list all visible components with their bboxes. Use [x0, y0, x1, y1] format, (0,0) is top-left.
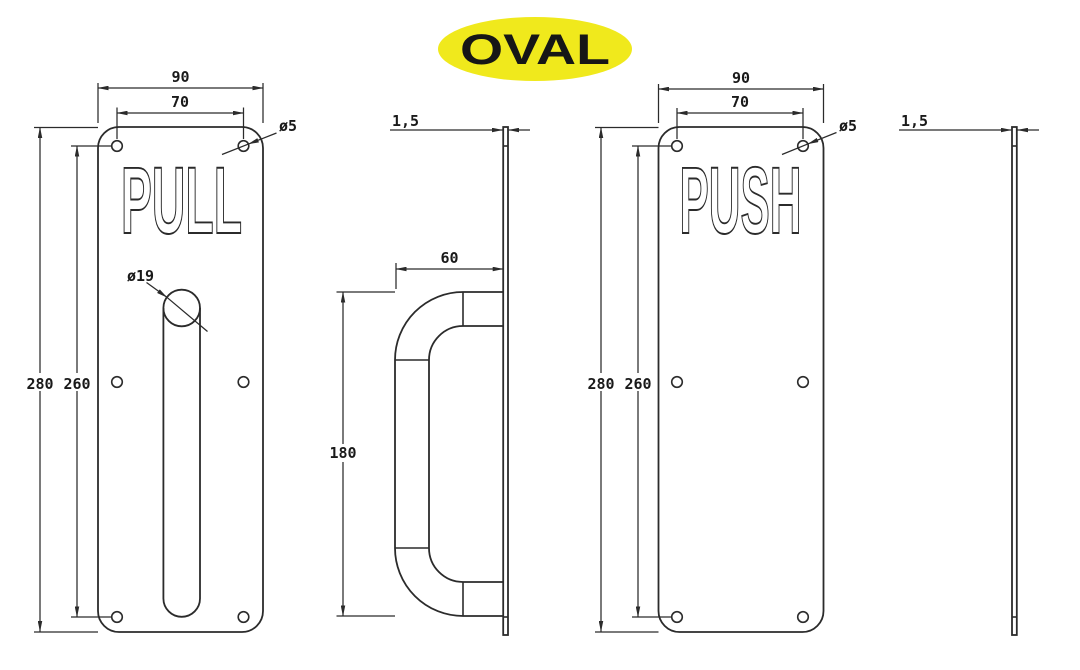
dim-hole-row-spacing-label: 260 [63, 375, 90, 393]
dim-thickness-label: 1,5 [392, 112, 419, 130]
handle-front-slot [162, 308, 201, 618]
dim-handle-projection: 60 [395, 249, 504, 289]
dim-hole-diameter-label: ø5 [839, 117, 857, 135]
dim-handle-diameter: ø19 [127, 267, 208, 332]
screw-hole [796, 610, 810, 624]
dim-width-label: 90 [732, 69, 750, 87]
screw-hole [670, 139, 684, 153]
pull-plate-front-view: PULL 90 70 ø5 ø19 [24, 68, 297, 633]
screw-hole [110, 375, 124, 389]
screw-hole [110, 139, 124, 153]
dim-hole-diameter: ø5 [221, 117, 297, 156]
logo-text: OVAL [460, 26, 610, 74]
dim-hole-diameter: ø5 [781, 117, 857, 156]
dim-thickness: 1,5 [899, 112, 1039, 133]
dim-handle-length-label: 180 [329, 444, 356, 462]
dim-hole-spacing-label: 70 [171, 93, 189, 111]
dim-hole-spacing: 70 [116, 93, 245, 139]
screw-hole [110, 610, 124, 624]
screw-hole [237, 375, 250, 389]
screw-hole [796, 375, 810, 389]
push-plate-label: PUSH [680, 148, 802, 254]
dim-handle-projection-label: 60 [440, 249, 458, 267]
logo: OVAL [438, 17, 632, 81]
dim-hole-diameter-label: ø5 [279, 117, 297, 135]
dim-hole-row-spacing: 260 [622, 145, 671, 618]
push-plate-side-view: 1,5 [899, 112, 1039, 636]
logo-ellipse [438, 17, 632, 81]
dim-thickness: 1,5 [390, 112, 530, 133]
dim-hole-spacing: 70 [676, 93, 804, 139]
screw-hole [237, 139, 250, 153]
screw-hole [670, 610, 684, 624]
plate-edge-outline [1011, 126, 1018, 636]
dim-hole-spacing-label: 70 [731, 93, 749, 111]
screw-hole [670, 375, 684, 389]
pull-plate-outline [97, 126, 264, 633]
dim-handle-length: 180 [327, 291, 395, 617]
dim-width: 90 [657, 69, 825, 123]
pull-handle-side-view: 1,5 60 180 [327, 112, 530, 636]
dim-width-label: 90 [171, 68, 189, 86]
dim-width: 90 [97, 68, 264, 123]
dim-height-label: 280 [26, 375, 53, 393]
dim-hole-row-spacing: 260 [61, 145, 111, 618]
dim-height: 280 [585, 126, 659, 633]
dim-hole-row-spacing-label: 260 [624, 375, 651, 393]
dim-thickness-label: 1,5 [901, 112, 928, 130]
handle-outer-profile [394, 291, 504, 617]
push-plate-outline [657, 126, 825, 633]
dim-handle-diameter-label: ø19 [127, 267, 154, 285]
plate-edge-outline [502, 126, 509, 636]
screw-hole [237, 610, 250, 624]
pull-plate-label: PULL [121, 148, 242, 254]
dim-height: 280 [24, 126, 98, 633]
handle-front-circle [162, 288, 201, 328]
handle-inner-profile [428, 325, 504, 583]
screw-hole [796, 139, 810, 153]
push-plate-front-view: PUSH 90 70 ø5 280 [585, 69, 857, 633]
dim-height-label: 280 [587, 375, 614, 393]
